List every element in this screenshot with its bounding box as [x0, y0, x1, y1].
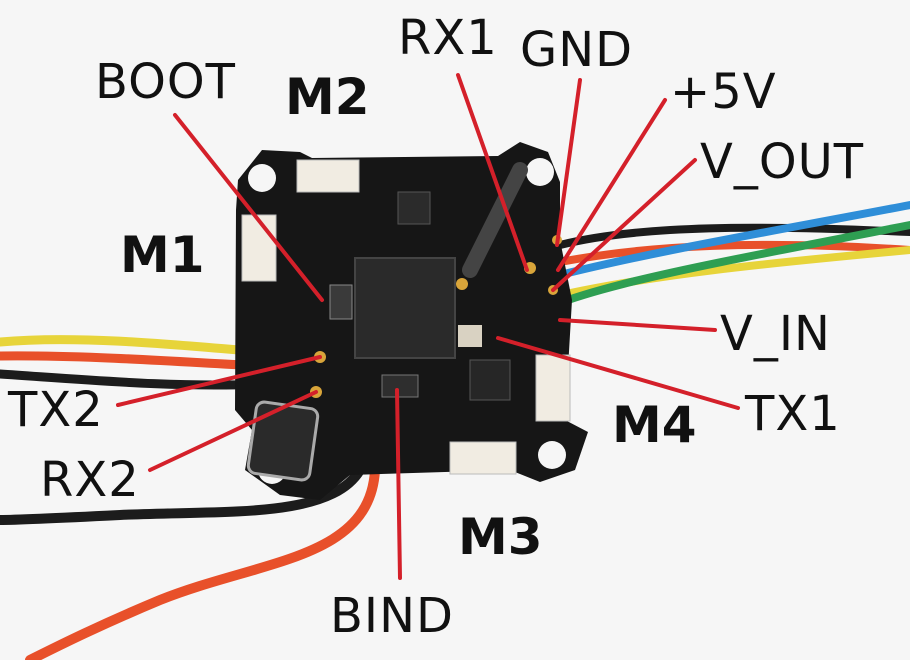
mcu-chip	[354, 257, 456, 359]
label-v-out: V_OUT	[700, 134, 865, 190]
leader-tx2	[116, 355, 322, 407]
wire-bundle	[0, 201, 910, 660]
pcb-board	[235, 142, 588, 500]
chip-small-right	[458, 325, 482, 347]
chip-bind-button	[381, 374, 419, 398]
wire-yellow-right	[536, 246, 910, 304]
label-tx1: TX1	[745, 386, 841, 442]
chip-boot	[329, 284, 353, 320]
antenna-cable	[462, 162, 528, 278]
connector-m1	[241, 214, 277, 282]
label-rx1: RX1	[398, 10, 498, 66]
label-v-in: V_IN	[720, 306, 831, 362]
label-bind: BIND	[330, 588, 454, 644]
leader-rx1	[456, 73, 529, 272]
label-m1: M1	[120, 226, 205, 284]
leader-boot	[173, 113, 324, 302]
connector-m3	[449, 441, 517, 475]
label-rx2: RX2	[40, 452, 140, 508]
wire-blue-right	[556, 201, 910, 279]
label-boot: BOOT	[95, 54, 236, 110]
wire-black-bottom	[0, 465, 365, 525]
mount-hole-top-right	[526, 158, 554, 186]
mount-hole-bottom-right	[538, 441, 566, 469]
leader-lines	[116, 73, 740, 580]
leader-tx1	[496, 336, 740, 410]
label-plus5v: +5V	[670, 64, 777, 120]
leader-plus5v	[556, 98, 667, 272]
leader-rx2	[148, 390, 318, 472]
leader-v-in	[558, 318, 717, 332]
label-tx2: TX2	[8, 382, 104, 438]
usb-port	[246, 400, 320, 482]
label-m4: M4	[612, 396, 697, 454]
connector-m2	[296, 159, 360, 193]
leader-v-out	[551, 158, 697, 292]
wire-red-left	[0, 351, 267, 371]
wire-yellow-left	[0, 335, 267, 357]
wire-red-bottom	[25, 465, 380, 660]
leader-bind	[395, 388, 402, 580]
chip-right	[469, 359, 511, 401]
leader-gnd	[555, 78, 582, 247]
chip-top	[397, 191, 431, 225]
label-gnd: GND	[520, 22, 634, 78]
connector-m4	[535, 354, 571, 422]
label-m2: M2	[285, 68, 370, 126]
pad-5v	[456, 278, 468, 290]
wire-black-left	[0, 369, 267, 390]
wire-black-right	[556, 223, 910, 249]
label-m3: M3	[458, 508, 543, 566]
mount-hole-top-left	[248, 164, 276, 192]
